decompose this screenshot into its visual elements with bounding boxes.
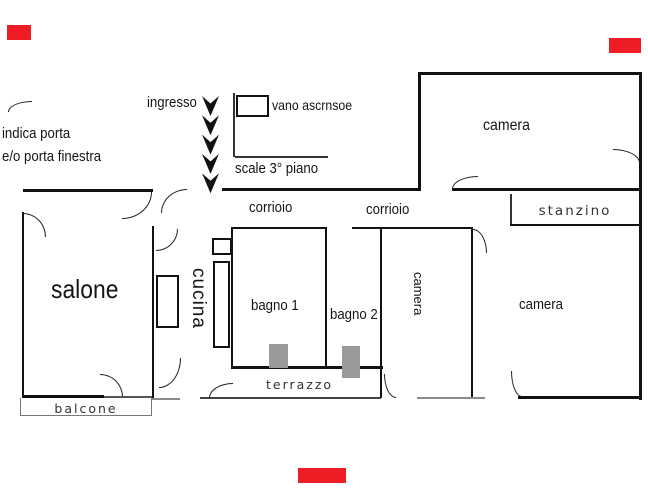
- fixture-gray-1: [269, 344, 288, 368]
- legend-door-arc-icon: [8, 101, 32, 112]
- stanzino-bottom-wall: [510, 224, 641, 226]
- bathroom-fixture-small: [212, 238, 232, 255]
- salone-bottom-wall: [23, 395, 104, 398]
- balcone-label: balcone: [54, 401, 118, 416]
- stairwell-bottom-line: [235, 156, 328, 158]
- corridor2-label: corrioio: [366, 201, 410, 218]
- stanzino-left-line: [510, 194, 512, 226]
- legend-note-line1: indica porta: [2, 125, 71, 142]
- stanzino-label: stanzino: [538, 203, 612, 219]
- door-arc: [23, 213, 46, 237]
- bagno2-label: bagno 2: [330, 306, 378, 323]
- legend-note-line2: e/o porta finestra: [2, 148, 102, 165]
- salone-left-wall: [22, 212, 25, 398]
- bagno1-right-wall: [325, 227, 327, 368]
- door-arc: [613, 149, 640, 163]
- terrazzo-bottom-line: [200, 397, 381, 399]
- camera-top-top-wall: [418, 72, 642, 76]
- camera-top-label: camera: [483, 117, 530, 134]
- cucina-counter: [156, 275, 179, 328]
- camera-mid-label: camera: [411, 272, 426, 316]
- redaction-box-bottom-center: [298, 468, 346, 483]
- bagno1-label: bagno 1: [251, 297, 299, 314]
- balcone-top-line: [104, 396, 153, 398]
- door-arc: [384, 374, 396, 398]
- entrance-down-arrows-icon: [202, 96, 219, 194]
- cucina-left-wall: [152, 226, 155, 398]
- door-arc: [156, 229, 178, 251]
- camera-top-bottom-wall: [452, 188, 642, 192]
- door-arc: [209, 383, 233, 398]
- redaction-box-top-right: [609, 38, 641, 53]
- redaction-box-top-left: [7, 25, 31, 40]
- window-line-left: [152, 398, 180, 400]
- salone-label: salone: [51, 274, 119, 304]
- bathroom-fixture-tall: [213, 261, 230, 348]
- bagno-bottom-wall: [231, 366, 383, 369]
- door-arc: [159, 358, 181, 388]
- elevator-shaft-box: [236, 95, 269, 117]
- camera-mid-top-wall: [352, 227, 473, 230]
- camera-right-label: camera: [519, 296, 564, 313]
- balcone-outline: [20, 398, 152, 416]
- salone-top-wall: [23, 189, 153, 192]
- bagno1-left-wall: [231, 227, 233, 368]
- stairwell-left-line: [233, 93, 235, 157]
- camera-mid-left-wall: [380, 229, 382, 398]
- camera-mid-right-wall: [471, 229, 473, 399]
- terrazzo-label: terrazzo: [266, 377, 334, 392]
- door-arc: [100, 374, 123, 397]
- plan-right-wall: [639, 72, 642, 400]
- fixture-gray-2: [342, 346, 360, 378]
- corridor1-label: corrioio: [249, 199, 293, 216]
- elevator-label: vano ascrnsoe: [272, 97, 353, 113]
- door-arc: [161, 189, 187, 213]
- door-arc: [122, 192, 152, 219]
- camera-right-bottom-wall: [518, 396, 641, 399]
- cucina-label: cucina: [188, 268, 209, 329]
- door-arc: [452, 176, 478, 189]
- door-arc: [511, 371, 522, 397]
- camera-top-left-wall: [418, 73, 421, 191]
- window-line-bottom: [417, 397, 485, 399]
- door-arc: [473, 229, 487, 253]
- bagno1-top-wall: [231, 227, 326, 230]
- entrance-label: ingresso: [147, 94, 197, 111]
- corridor-top-wall: [222, 188, 418, 192]
- stairs-label: scale 3° piano: [235, 160, 319, 177]
